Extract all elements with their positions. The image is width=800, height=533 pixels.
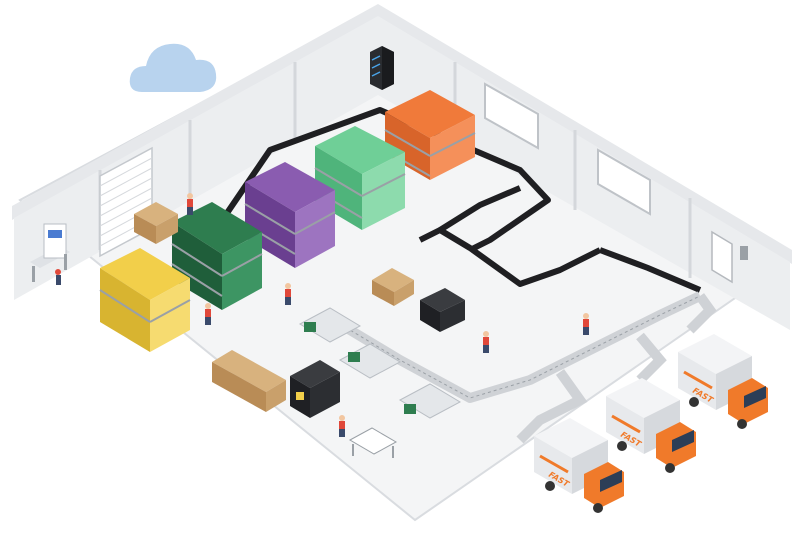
- truck-middle: FAST: [606, 378, 696, 473]
- worker-5: [583, 313, 589, 335]
- server-rack: [370, 46, 394, 90]
- rack-purple-bins: [244, 162, 336, 268]
- window-left: [484, 82, 539, 150]
- window-right: [597, 148, 651, 216]
- rack-orange-bins: [384, 90, 476, 180]
- worker-3: [205, 303, 211, 325]
- carton-stack-bottom: [212, 350, 286, 412]
- rack-dark-green-bins: [171, 202, 263, 310]
- worker-6: [339, 415, 345, 437]
- carton-stack-center: [372, 268, 414, 306]
- right-wall: [378, 4, 792, 330]
- cloud-icon: [129, 43, 217, 92]
- packing-machine: [290, 360, 340, 418]
- packing-station-1: [298, 307, 362, 343]
- cart: [348, 427, 398, 458]
- packing-station-3: [398, 383, 462, 419]
- main-conveyor: [207, 107, 702, 293]
- roller-conveyor: [327, 291, 717, 444]
- packing-station-2: [338, 343, 402, 379]
- carton-stack-left: [134, 202, 178, 244]
- worker-1: [187, 193, 193, 215]
- rack-yellow-bins: [99, 248, 191, 352]
- worker-4: [483, 331, 489, 353]
- office-desk: [30, 223, 70, 285]
- truck-back: FAST: [678, 334, 768, 429]
- side-door: [711, 230, 748, 284]
- truck-front: FAST: [534, 418, 624, 513]
- sorting-machine: [420, 288, 465, 332]
- worker-2: [285, 283, 291, 305]
